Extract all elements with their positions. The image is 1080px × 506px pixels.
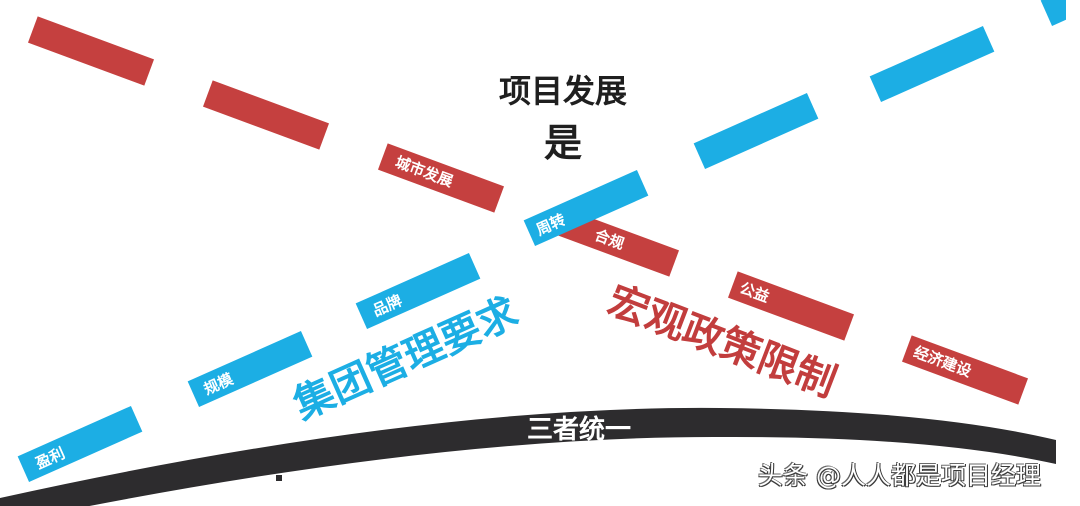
title-line-2: 是 bbox=[544, 121, 582, 165]
blue-bar-segment-7-partial bbox=[1040, 0, 1066, 27]
red-bar-segment-2 bbox=[202, 80, 330, 150]
blue-bar-segment-5 bbox=[693, 92, 819, 170]
blue-bar-segment-6 bbox=[869, 25, 995, 103]
base-label: 三者统一 bbox=[527, 414, 631, 445]
blue-track: 盈利 规模 品牌 周转 bbox=[17, 0, 1066, 483]
watermark: 头条 @人人都是项目经理 bbox=[758, 461, 1041, 490]
decorative-mark bbox=[276, 475, 282, 481]
red-bar-segment-economic-construction: 经济建设 bbox=[901, 335, 1029, 405]
red-bar-segment-1 bbox=[27, 16, 155, 86]
blue-bar-segment-scale: 规模 bbox=[187, 330, 313, 408]
base-arc: 三者统一 bbox=[0, 407, 1056, 506]
red-bar-segment-city-development: 城市发展 bbox=[377, 143, 505, 213]
blue-bar-segment-profit: 盈利 bbox=[17, 405, 143, 483]
blue-bar-segment-brand: 品牌 bbox=[355, 252, 481, 330]
title-line-1: 项目发展 bbox=[499, 72, 627, 110]
blue-bar-segment-turnover: 周转 bbox=[523, 169, 649, 247]
red-bar-segment-compliance: 合规 bbox=[552, 207, 680, 277]
red-bar-segment-public-welfare: 公益 bbox=[727, 271, 855, 341]
